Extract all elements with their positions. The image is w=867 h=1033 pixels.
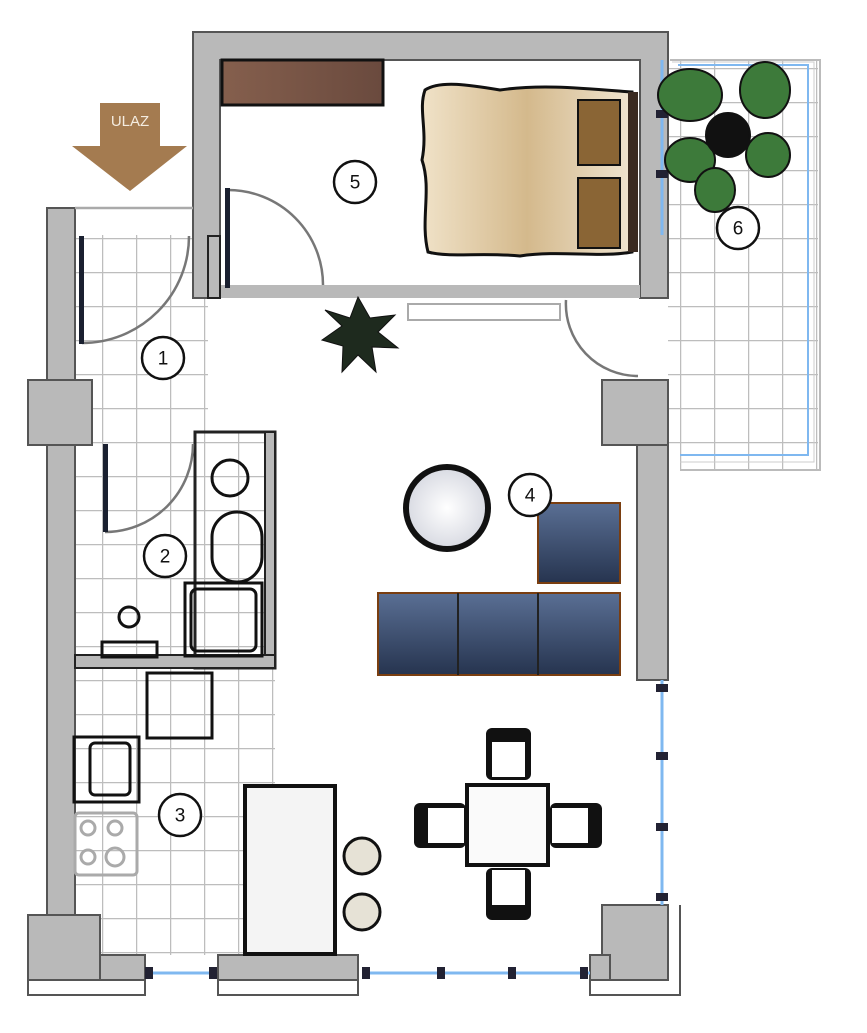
plant-icon: [320, 295, 400, 374]
doors[interactable]: [75, 188, 639, 534]
room-label-2: 2: [160, 547, 171, 568]
room-label-5: 5: [350, 173, 361, 194]
plant-icon: [657, 61, 791, 213]
entrance-arrow: ULAZ: [72, 103, 187, 191]
room-labels: [140, 159, 761, 838]
room-label-3: 3: [175, 806, 186, 827]
coffee-table: [403, 464, 491, 552]
room-label-1: 1: [158, 349, 169, 370]
room-label-4: 4: [525, 486, 536, 507]
bathroom-fixtures: [100, 458, 264, 659]
room-label-6: 6: [733, 219, 744, 240]
dining-set: [414, 728, 602, 920]
hallway-floor: [75, 235, 208, 435]
kitchen-counter: [243, 784, 337, 956]
entrance-label: ULAZ: [111, 113, 149, 130]
bed: [420, 82, 638, 258]
kitchen-fixtures: [72, 671, 214, 877]
bar-stools: [342, 836, 382, 932]
wardrobe: [220, 58, 385, 107]
radiator: [407, 303, 561, 321]
sofa: [377, 502, 621, 676]
